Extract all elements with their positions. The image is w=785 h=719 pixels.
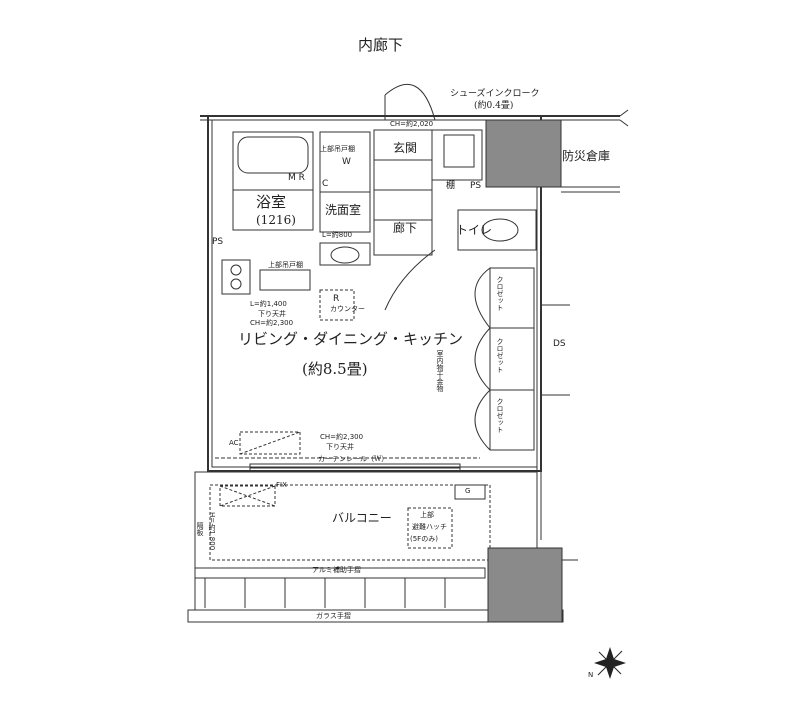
balcony-area — [194, 471, 538, 611]
h1800-label: H=約1,800 — [208, 512, 216, 551]
entrance-ps-label: PS — [470, 181, 482, 191]
washroom-label: 洗面室 — [325, 203, 362, 217]
toilet-label: トイレ — [456, 223, 493, 237]
bath-label: 浴室 — [256, 193, 287, 211]
entrance-shelf-label: 棚 — [446, 181, 456, 191]
hallway-label: 廊下 — [393, 221, 418, 235]
drop-ceiling-label: 下り天井 — [258, 310, 286, 318]
compass-icon — [594, 647, 626, 679]
ch-entrance-label: CH=約2,020 — [390, 120, 434, 128]
closet-1-label: クロゼット — [496, 276, 504, 311]
partition-label: 隔板 — [196, 522, 204, 536]
g-label: G — [465, 487, 471, 495]
closet-3-label: クロゼット — [496, 398, 504, 433]
c-label: C — [322, 179, 329, 189]
r-label: R — [333, 294, 340, 304]
balcony-block — [487, 547, 563, 623]
escape-hatch-label: 避難ハッチ — [412, 523, 447, 531]
l-1400-label: L=約1,400 — [250, 300, 287, 308]
hardware-label: 室内物干金物 — [436, 350, 444, 392]
floor-only-label: (5Fのみ) — [410, 535, 438, 543]
compass-label: N — [588, 671, 594, 679]
l-800-label: L=約800 — [322, 231, 353, 239]
ldk-size-label: (約8.5畳) — [302, 360, 368, 378]
entrance-label: 玄関 — [393, 141, 418, 155]
storage-label: 防災倉庫 — [562, 149, 611, 163]
storage-block — [485, 119, 562, 188]
counter-label: カウンター — [330, 305, 365, 313]
ps-left-label: PS — [212, 237, 224, 247]
fix-label: FIX — [276, 481, 287, 489]
corridor-outside-label: 内廊下 — [358, 36, 404, 54]
curtain-rail-label: カーテンレール（W） — [318, 455, 389, 463]
bath-size-label: (1216) — [256, 213, 296, 227]
mr-label: M R — [288, 173, 305, 183]
ch-2300-b-label: CH=約2,300 — [320, 433, 364, 441]
washer-label: W — [342, 157, 351, 167]
ds-label: DS — [553, 339, 566, 349]
aluminum-rail-label: アルミ補助手摺 — [312, 566, 361, 574]
closets — [489, 267, 535, 451]
upper-shelf-label: 上部吊戸棚 — [320, 145, 355, 153]
upper-part-label: 上部 — [420, 511, 434, 519]
ac-label: AC — [229, 439, 239, 447]
upper-shelf-2-label: 上部吊戸棚 — [268, 261, 303, 269]
closet-2-label: クロゼット — [496, 338, 504, 373]
drop-ceiling-b-label: 下り天井 — [326, 443, 354, 451]
balcony-label: バルコニー — [332, 511, 392, 525]
shoes-closet-size: (約0.4畳) — [474, 101, 514, 111]
shoes-closet-label: シューズインクローク — [450, 89, 540, 99]
ch-2300-label: CH=約2,300 — [250, 319, 294, 327]
glass-rail-label: ガラス手摺 — [316, 612, 351, 620]
ldk-label: リビング・ダイニング・キッチン — [238, 330, 464, 348]
